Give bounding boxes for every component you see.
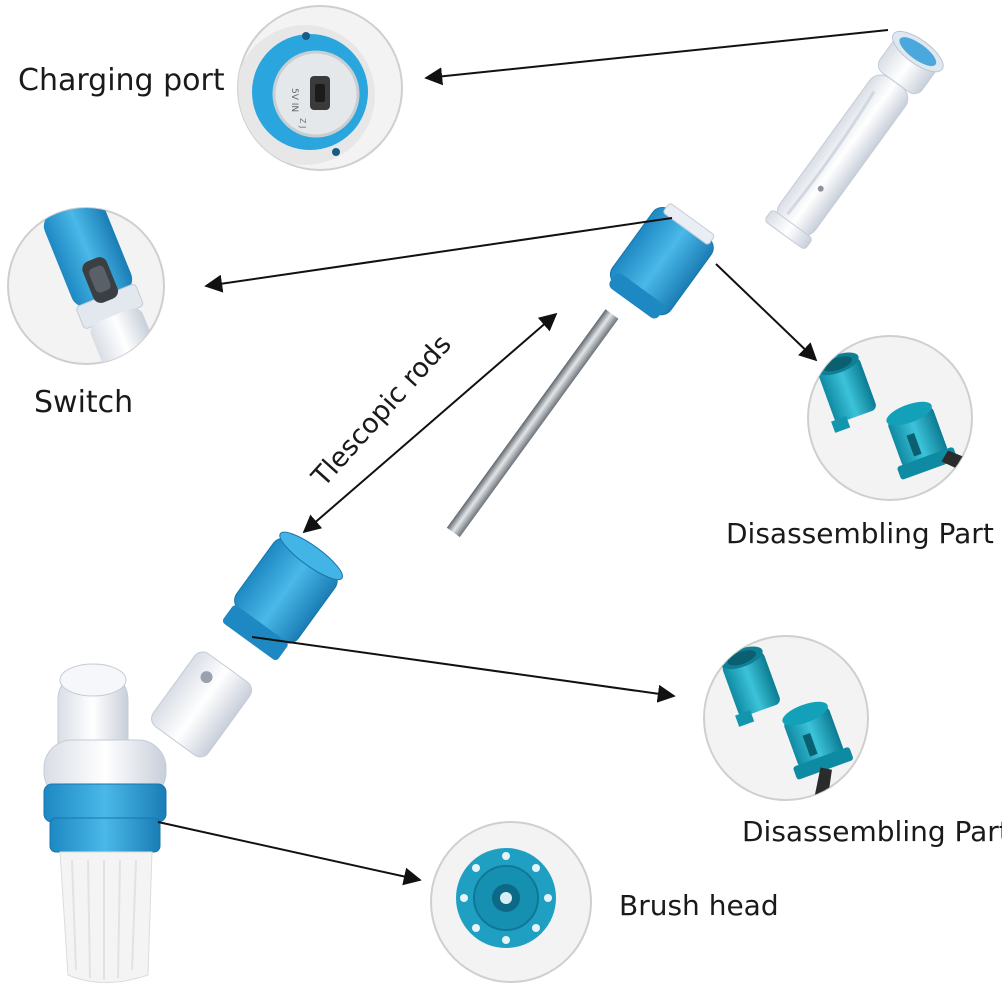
arrow-disassembling-part-1: [715, 263, 818, 362]
port-text-line1: 5V IN: [289, 88, 299, 112]
arrow-telescopic-rods: [302, 312, 558, 534]
disassembling-part-inset-2: [703, 635, 869, 801]
lower-collar: [222, 531, 343, 661]
telescopic-rod: [446, 309, 619, 538]
disassembling-part-inset-1: [807, 335, 973, 501]
label-switch: Switch: [34, 385, 134, 420]
port-text-line2: Z J: [298, 118, 307, 128]
arrow-switch: [204, 217, 673, 293]
upper-collar: [609, 203, 715, 319]
lower-shaft: [151, 651, 253, 758]
label-charging-port: Charging port: [18, 63, 225, 98]
arrow-charging-port: [424, 29, 889, 86]
brush-head-housing: [43, 663, 167, 983]
label-disassembling-part-2: Disassembling Part: [742, 815, 1002, 848]
arrow-brush-head: [157, 821, 422, 886]
brush-head-inset: [430, 821, 592, 983]
arrow-disassembling-part-2: [251, 636, 676, 703]
upper-handle: [765, 30, 944, 249]
charging-port-inset: 5V IN Z J: [237, 5, 403, 171]
label-disassembling-part-1: Disassembling Part: [726, 517, 994, 550]
label-brush-head: Brush head: [619, 889, 779, 922]
switch-inset: [7, 207, 165, 365]
